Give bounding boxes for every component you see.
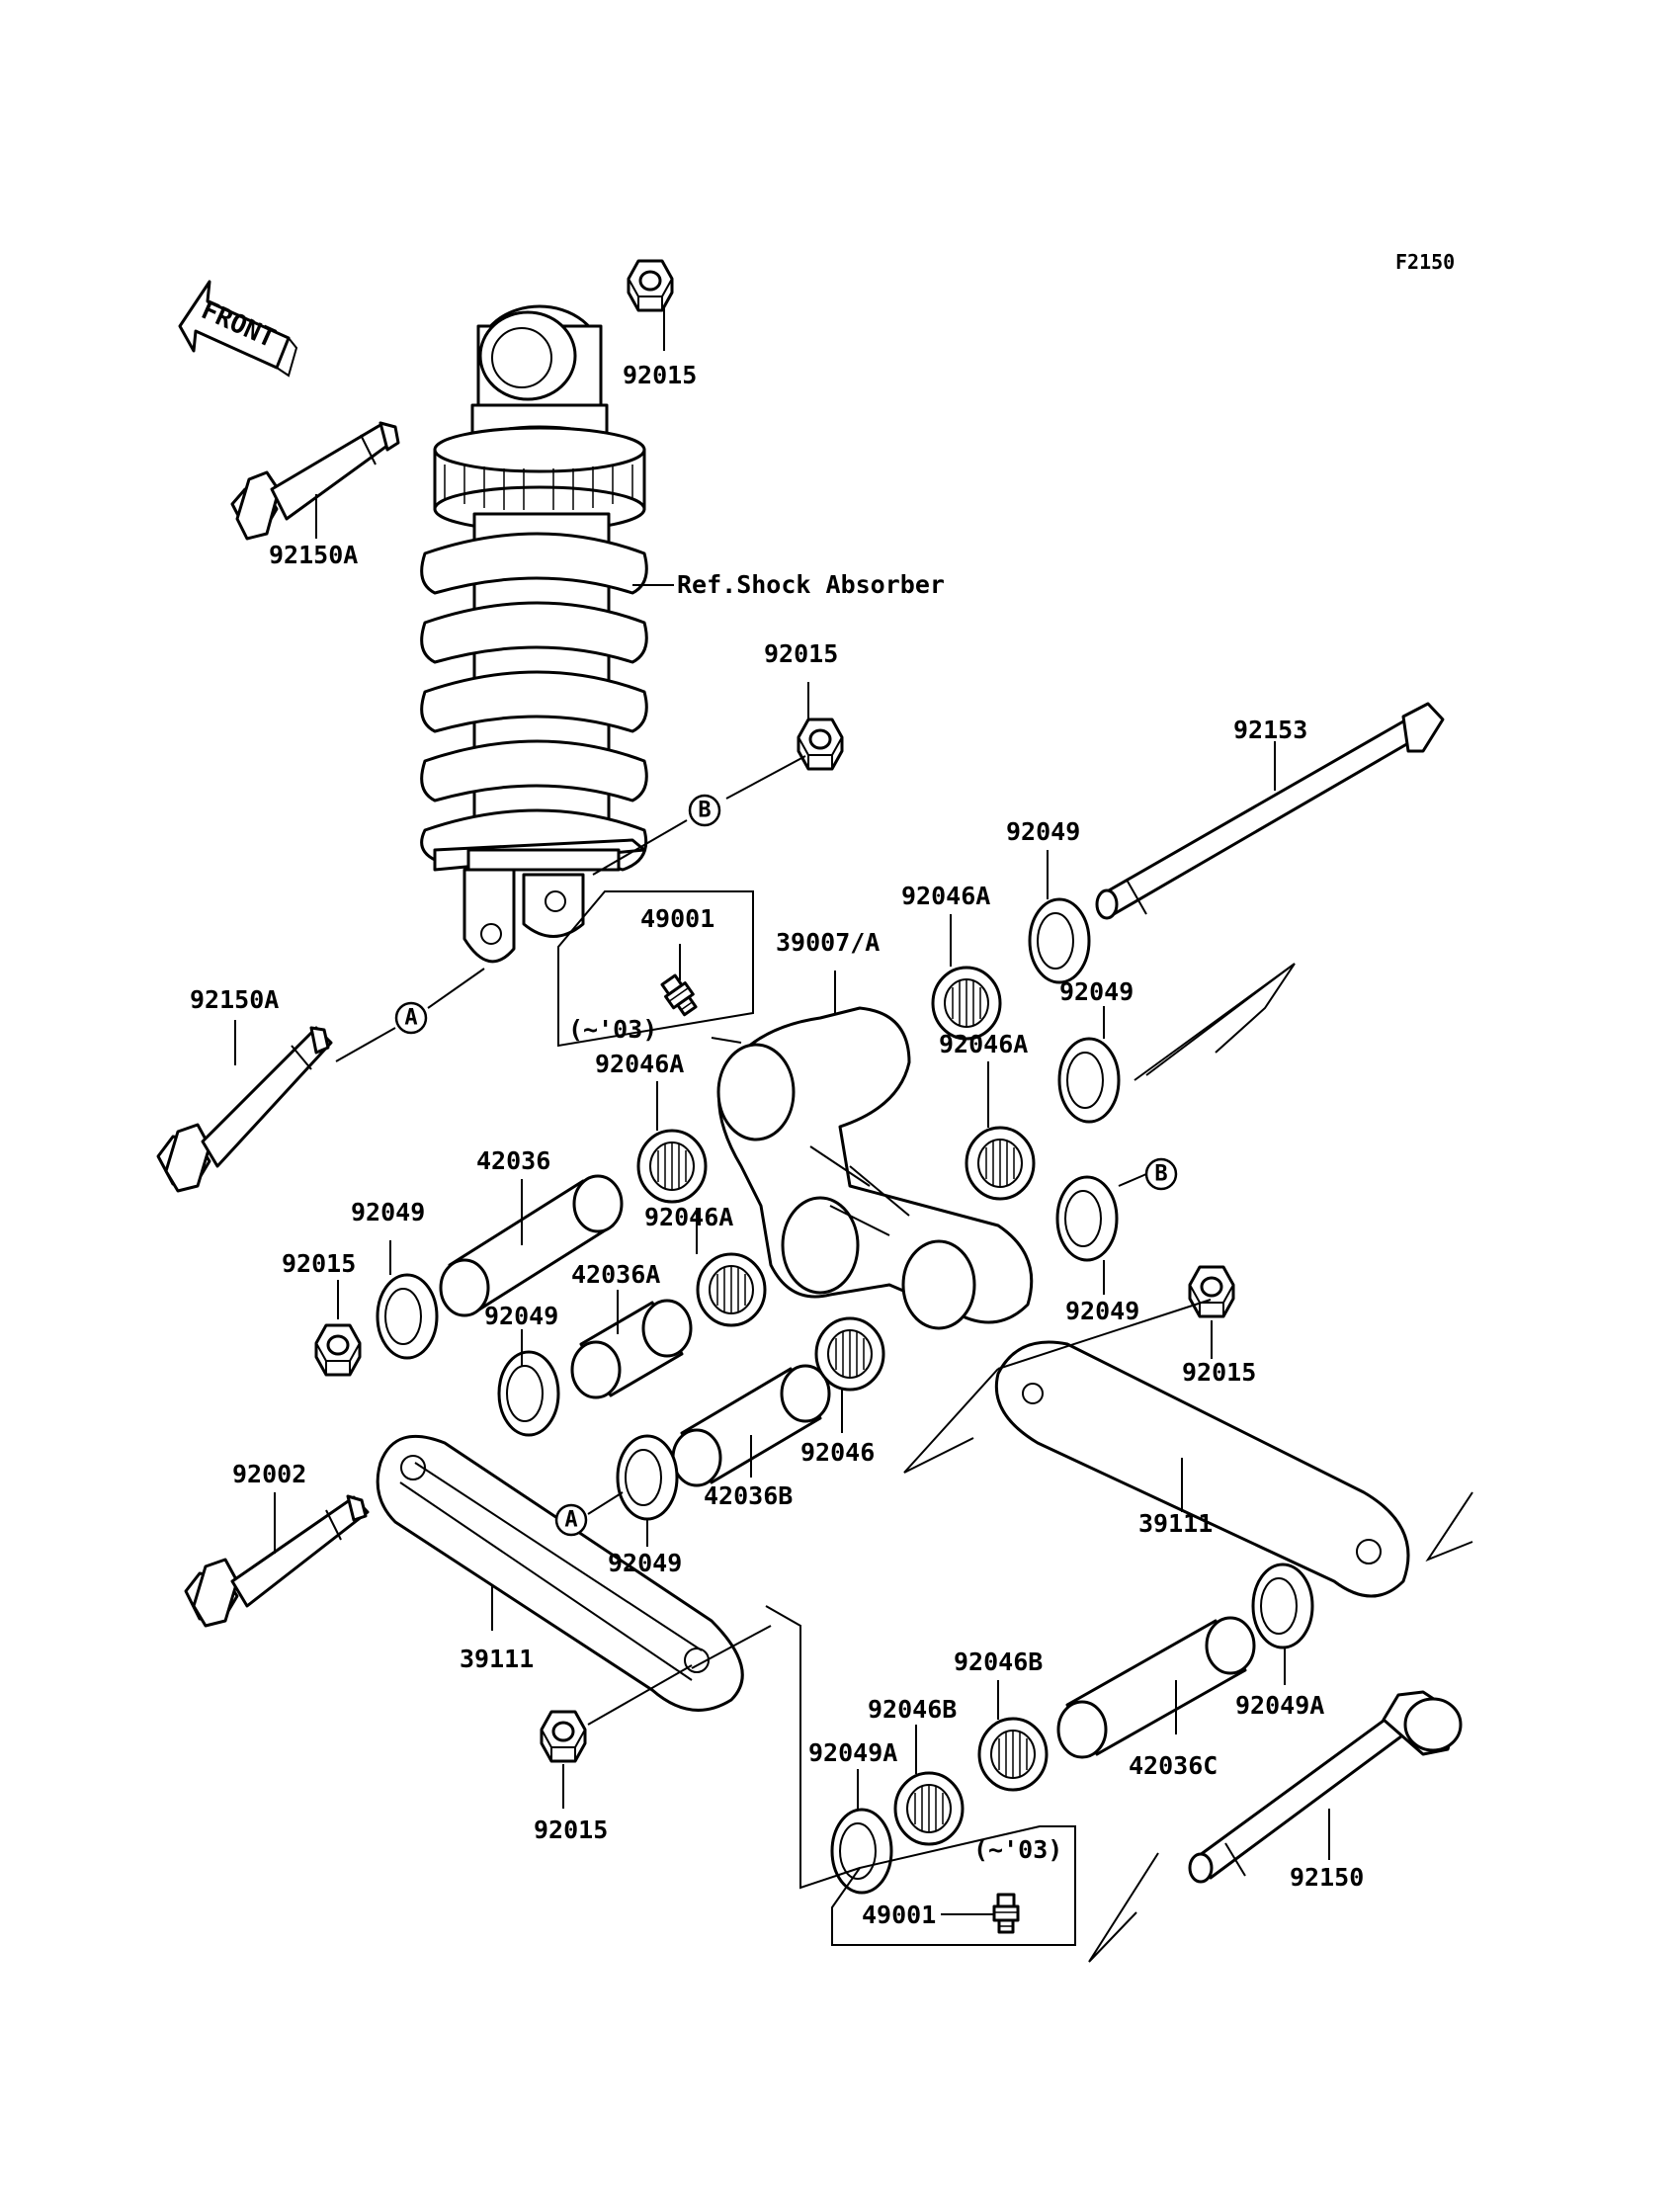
sleeve-42036b bbox=[671, 1364, 831, 1487]
collar-seal-92049-1 bbox=[1028, 897, 1091, 984]
bolt-tie-rod bbox=[184, 1494, 370, 1628]
label-sleeve-1: 42036 bbox=[476, 1146, 550, 1175]
label-bearing-3: 92046A bbox=[595, 1050, 684, 1078]
label-bolt-bottom: 92150 bbox=[1290, 1863, 1364, 1892]
marker-a-1-label: A bbox=[404, 1006, 417, 1031]
bearing-92046b-2 bbox=[893, 1771, 965, 1846]
label-sleeve-3: 42036B bbox=[704, 1481, 793, 1510]
bearing-92046a-2 bbox=[965, 1126, 1036, 1201]
label-fitting-bottom: 49001 bbox=[862, 1901, 936, 1929]
label-collar-seal-1: 92049 bbox=[1006, 817, 1080, 846]
collar-seal-92049a-2 bbox=[830, 1808, 893, 1895]
label-bearing-7: 92046B bbox=[868, 1695, 957, 1724]
nut-92015-shock bbox=[797, 718, 844, 771]
reference-note: Ref.Shock Absorber bbox=[677, 570, 945, 599]
nut-92015-left bbox=[314, 1323, 362, 1377]
label-bolt-tie-rod: 92002 bbox=[232, 1460, 306, 1488]
label-sleeve-2: 42036A bbox=[571, 1260, 660, 1289]
label-nut-right: 92015 bbox=[1182, 1358, 1256, 1387]
label-bearing-6: 92046B bbox=[954, 1648, 1043, 1676]
marker-a-2-label: A bbox=[564, 1508, 577, 1533]
bolt-upper-left bbox=[230, 421, 400, 541]
label-tie-rod-left: 39111 bbox=[460, 1645, 534, 1673]
label-through-bolt: 92153 bbox=[1233, 716, 1307, 744]
label-tie-rod-right: 39111 bbox=[1138, 1509, 1213, 1538]
label-bearing-1: 92046A bbox=[901, 882, 990, 910]
nut-92015-right bbox=[1188, 1265, 1235, 1318]
label-bearing-2: 92046A bbox=[939, 1030, 1028, 1058]
label-bearing-4: 92046A bbox=[644, 1203, 733, 1231]
sleeve-42036a bbox=[570, 1299, 693, 1399]
marker-b-2: B bbox=[1144, 1157, 1178, 1191]
version-note-bottom: (~'03) bbox=[973, 1835, 1062, 1864]
collar-seal-92049a-1 bbox=[1251, 1563, 1314, 1649]
leader-lines bbox=[234, 306, 1330, 1915]
collar-seal-92049-5 bbox=[497, 1350, 560, 1437]
label-fitting-top: 49001 bbox=[640, 904, 714, 933]
bolt-lower-left bbox=[156, 1026, 333, 1193]
label-collar-seal-6: 92049 bbox=[608, 1549, 682, 1577]
shock-absorber bbox=[420, 304, 648, 964]
label-bolt-upper-left: 92150A bbox=[269, 541, 358, 569]
nut-92015-bottom bbox=[540, 1710, 587, 1763]
collar-seal-92049-2 bbox=[1057, 1037, 1121, 1124]
rocker-arm bbox=[716, 1006, 1034, 1330]
bearing-92046a-4 bbox=[696, 1252, 767, 1327]
collar-seal-92049-3 bbox=[1055, 1175, 1119, 1262]
sleeve-42036c bbox=[1056, 1616, 1256, 1759]
label-nut-left: 92015 bbox=[282, 1249, 356, 1278]
label-nut-shock-lower: 92015 bbox=[764, 639, 838, 668]
label-collar-seal-5: 92049 bbox=[484, 1302, 558, 1330]
bearing-92046b-1 bbox=[977, 1717, 1049, 1792]
marker-b-lead-2 bbox=[725, 755, 806, 800]
marker-b-1: B bbox=[688, 794, 721, 827]
grease-fitting-bottom bbox=[992, 1893, 1020, 1934]
through-bolt bbox=[1095, 702, 1445, 920]
assembly-lines bbox=[587, 963, 1473, 1963]
nut-92015-top bbox=[627, 259, 674, 312]
bolt-bottom bbox=[1188, 1690, 1463, 1884]
collar-seal-92049-6 bbox=[616, 1434, 679, 1521]
label-collar-seal-2: 92049 bbox=[1059, 977, 1134, 1006]
version-box-top bbox=[557, 890, 754, 1048]
marker-b-lead-3 bbox=[1118, 1173, 1147, 1187]
bearing-92046 bbox=[814, 1316, 885, 1392]
bearing-92046a-3 bbox=[636, 1129, 708, 1204]
front-arrow-icon: FRONT bbox=[178, 280, 298, 378]
sleeve-42036 bbox=[439, 1174, 624, 1317]
label-bolt-lower-left: 92150A bbox=[190, 985, 279, 1014]
bearing-92046a-1 bbox=[931, 966, 1002, 1041]
label-nut-bottom: 92015 bbox=[534, 1816, 608, 1844]
marker-b-1-label: B bbox=[698, 799, 711, 823]
tie-rod-right bbox=[994, 1340, 1410, 1598]
marker-a-lead-3 bbox=[587, 1491, 624, 1515]
label-collar-seal-7: 92049A bbox=[1235, 1691, 1324, 1720]
collar-seal-92049-4 bbox=[376, 1273, 439, 1360]
label-bearing-5: 92046 bbox=[800, 1438, 875, 1467]
marker-a-1: A bbox=[394, 1001, 428, 1035]
label-nut-top: 92015 bbox=[623, 361, 697, 389]
label-collar-seal-3: 92049 bbox=[351, 1198, 425, 1226]
tie-rod-left bbox=[376, 1434, 744, 1712]
version-note-top: (~'03) bbox=[568, 1015, 657, 1044]
marker-b-2-label: B bbox=[1154, 1162, 1167, 1187]
marker-a-lead-1 bbox=[335, 1027, 396, 1062]
figure-code: F2150 bbox=[1395, 250, 1455, 274]
label-sleeve-4: 42036C bbox=[1129, 1751, 1218, 1780]
marker-a-lead-2 bbox=[427, 968, 485, 1009]
marker-b-lead-1 bbox=[592, 819, 688, 876]
marker-a-2: A bbox=[554, 1503, 588, 1537]
label-collar-seal-8: 92049A bbox=[808, 1738, 897, 1767]
label-rocker-arm: 39007/A bbox=[776, 928, 880, 957]
label-collar-seal-4: 92049 bbox=[1065, 1297, 1139, 1325]
